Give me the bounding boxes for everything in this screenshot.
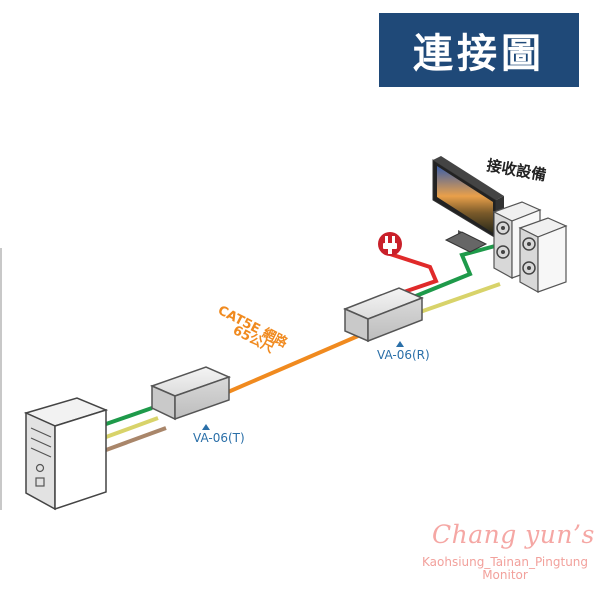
power-plug-icon [378, 232, 402, 256]
transmitter-label: VA-06(T) [193, 431, 245, 445]
computer-tower-icon [23, 397, 109, 511]
transmitter-pointer [202, 424, 210, 430]
transmitter-box [149, 366, 232, 421]
diagram-title: 連接圖 [379, 13, 579, 87]
watermark-line2: Monitor [482, 568, 528, 582]
red-wire-right [389, 252, 439, 296]
watermark-brand: Chang yun’s [432, 520, 595, 549]
green-wire-left [105, 406, 153, 426]
receiver-to-device-wires [389, 244, 501, 314]
yellow-wire-left [105, 416, 159, 439]
speaker-icon-rear [518, 217, 568, 294]
watermark-subtitle: Kaohsiung_Tainan_Pingtung Monitor [410, 556, 600, 582]
cat5e-cable [227, 334, 359, 394]
receiver-box [343, 287, 424, 343]
left-divider [0, 248, 2, 510]
yellow-wire-right [419, 282, 501, 314]
receiver-pointer [396, 341, 404, 347]
receiver-label: VA-06(R) [377, 348, 430, 362]
brown-wire-left [105, 426, 167, 452]
pc-to-transmitter-wires [105, 406, 167, 452]
green-wire-right [405, 244, 496, 302]
watermark-line1: Kaohsiung_Tainan_Pingtung [421, 555, 589, 569]
monitor-icon [432, 156, 504, 253]
receiver-group-label: 接收設備 [485, 156, 547, 184]
